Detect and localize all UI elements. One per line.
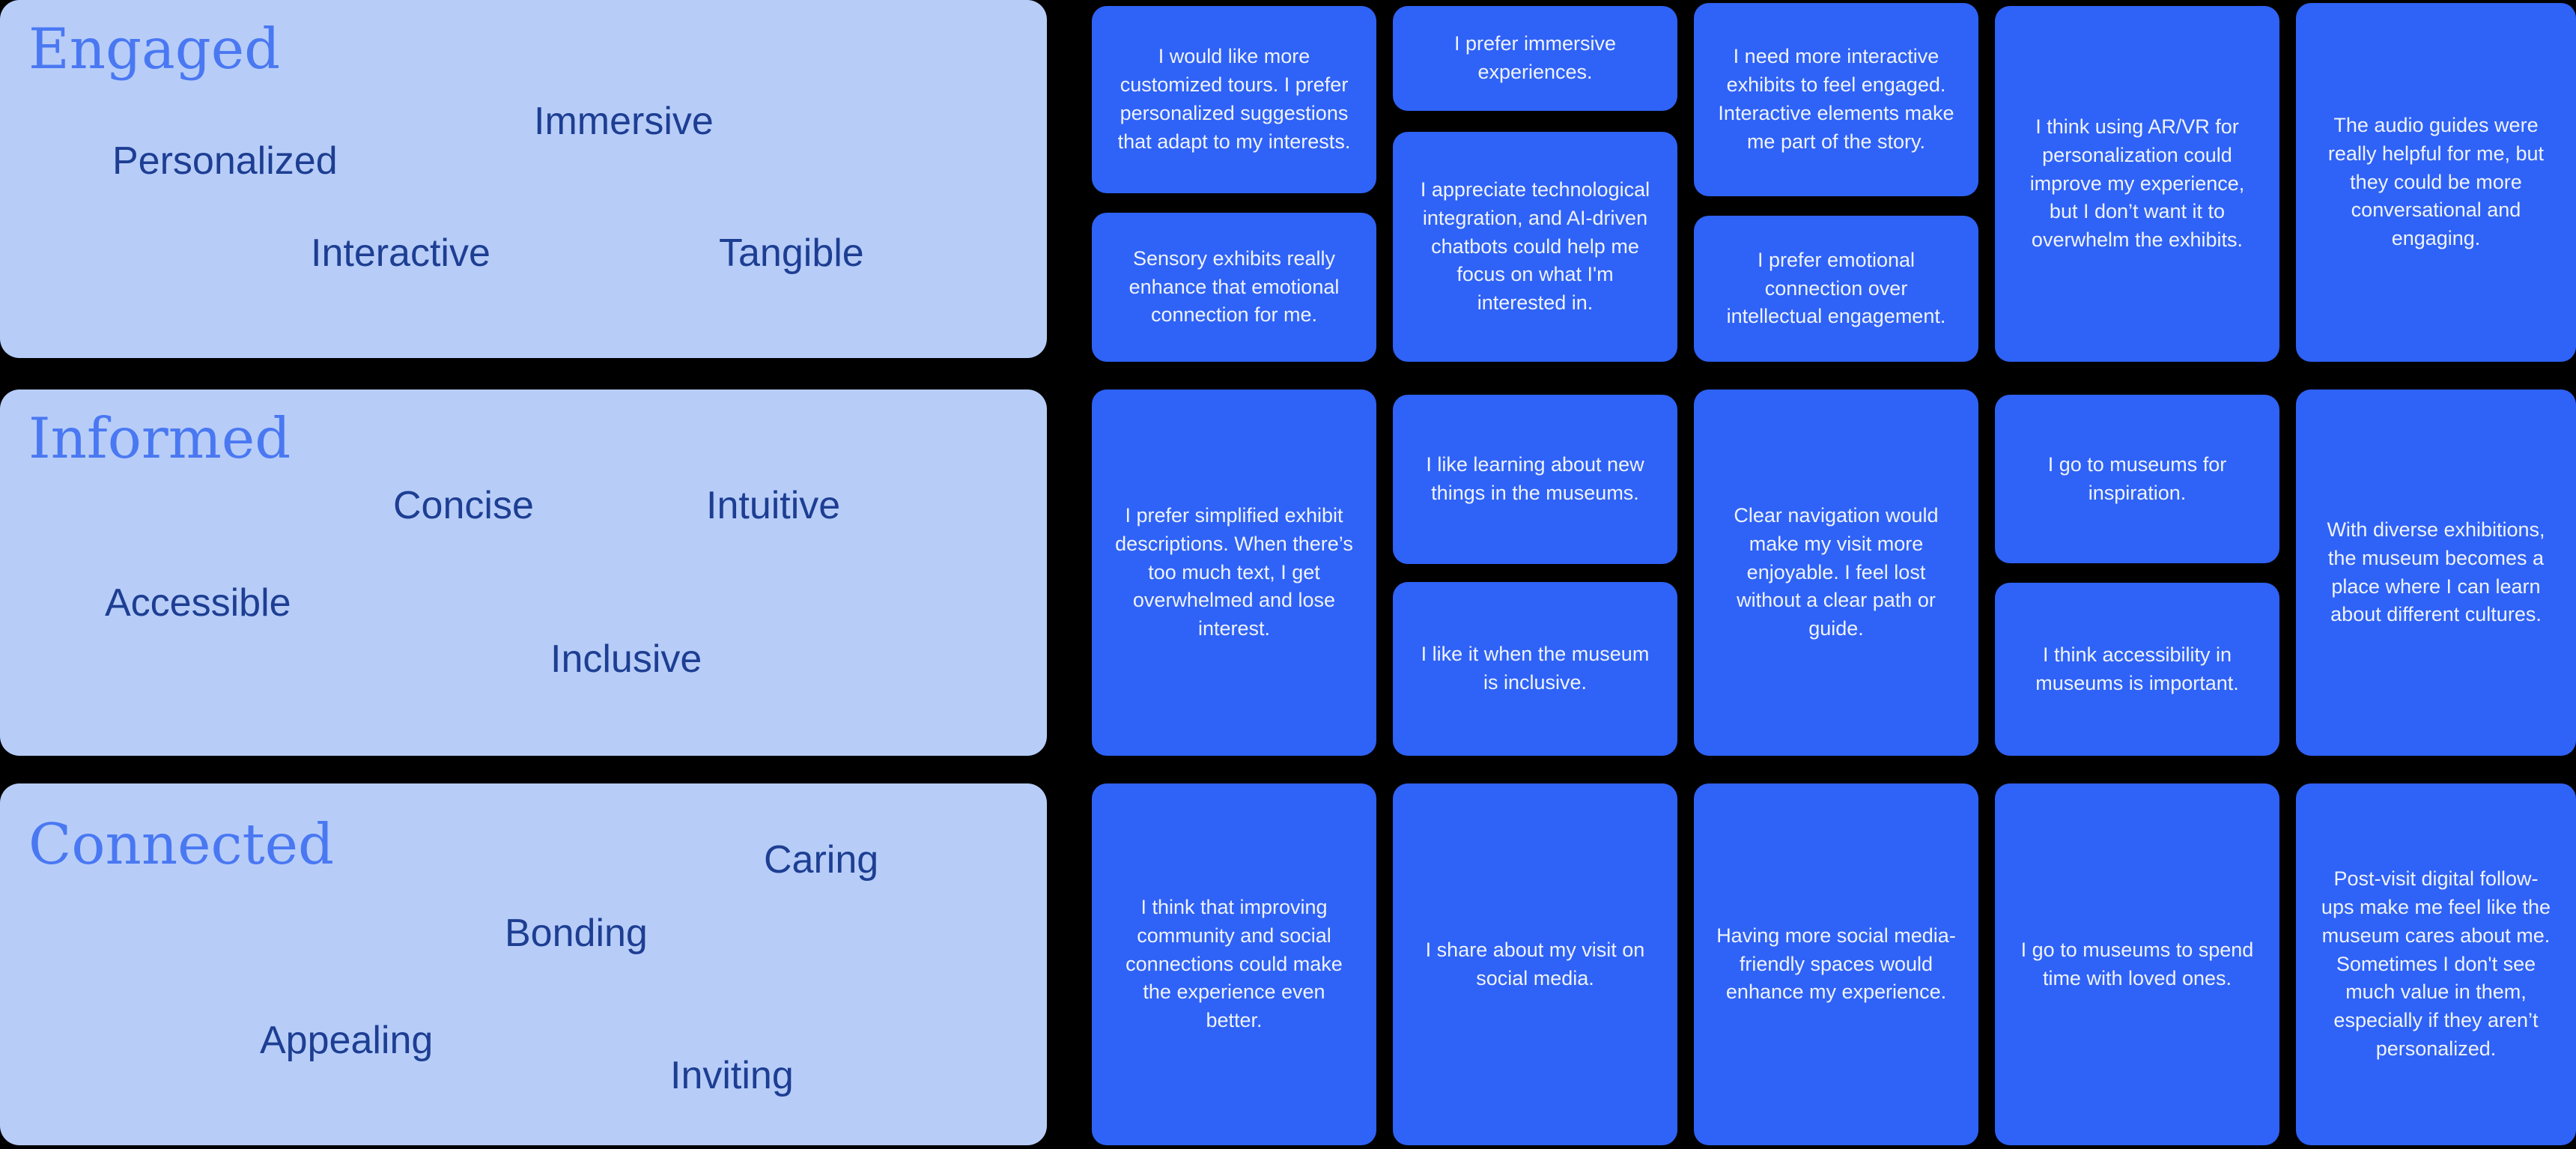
- note-column: Having more social media-friendly spaces…: [1694, 783, 1978, 1145]
- sticky-note[interactable]: I think accessibility in museums is impo…: [1995, 583, 2279, 756]
- sticky-note-text: I prefer emotional connection over intel…: [1726, 248, 1946, 328]
- sticky-note-text: Sensory exhibits really enhance that emo…: [1128, 246, 1340, 327]
- note-column: Post-visit digital follow-ups make me fe…: [2296, 783, 2576, 1145]
- note-column: I share about my visit on social media.: [1393, 783, 1677, 1145]
- note-column: I go to museums for inspiration. I think…: [1995, 389, 2279, 756]
- sticky-note[interactable]: I like learning about new things in the …: [1393, 395, 1677, 564]
- keyword-immersive[interactable]: Immersive: [534, 100, 714, 143]
- note-column: I need more interactive exhibits to feel…: [1694, 0, 1978, 362]
- sticky-note-text: I like learning about new things in the …: [1426, 453, 1644, 504]
- keyword-concise[interactable]: Concise: [393, 484, 534, 527]
- sticky-note[interactable]: I like it when the museum is inclusive.: [1393, 582, 1677, 756]
- sticky-note-text: The audio guides were really helpful for…: [2327, 114, 2545, 250]
- sticky-note[interactable]: I prefer immersive experiences.: [1393, 6, 1677, 111]
- keyword-inviting[interactable]: Inviting: [670, 1054, 794, 1097]
- sticky-note-text: I appreciate technological integration, …: [1420, 178, 1650, 315]
- note-column: I prefer simplified exhibit descriptions…: [1092, 389, 1376, 756]
- group-connected: Connected Caring Bonding Appealing Invit…: [0, 783, 2576, 1145]
- category-title-connected[interactable]: Connected: [28, 811, 335, 877]
- category-title-engaged[interactable]: Engaged: [28, 16, 281, 82]
- sticky-note-text: I go to museums for inspiration.: [2047, 452, 2227, 504]
- category-card-informed[interactable]: Informed Concise Intuitive Accessible In…: [0, 389, 1047, 756]
- note-column: With diverse exhibitions, the museum bec…: [2296, 389, 2576, 756]
- keyword-appealing[interactable]: Appealing: [260, 1019, 434, 1062]
- sticky-note-text: I think that improving community and soc…: [1126, 896, 1343, 1032]
- sticky-note[interactable]: I think using AR/VR for personalization …: [1995, 6, 2279, 362]
- keyword-caring[interactable]: Caring: [764, 838, 879, 882]
- sticky-note[interactable]: Clear navigation would make my visit mor…: [1694, 389, 1978, 756]
- sticky-note-text: I think using AR/VR for personalization …: [2029, 115, 2245, 252]
- sticky-note-text: I prefer simplified exhibit descriptions…: [1115, 504, 1353, 640]
- sticky-note[interactable]: I think that improving community and soc…: [1092, 783, 1376, 1145]
- sticky-note[interactable]: I share about my visit on social media.: [1393, 783, 1677, 1145]
- sticky-note[interactable]: I go to museums for inspiration.: [1995, 395, 2279, 563]
- sticky-note[interactable]: With diverse exhibitions, the museum bec…: [2296, 389, 2576, 756]
- sticky-note[interactable]: The audio guides were really helpful for…: [2296, 3, 2576, 362]
- sticky-note-text: I need more interactive exhibits to feel…: [1718, 45, 1954, 153]
- sticky-note[interactable]: I go to museums to spend time with loved…: [1995, 783, 2279, 1145]
- keyword-tangible[interactable]: Tangible: [719, 231, 864, 275]
- note-column: I prefer immersive experiences. I apprec…: [1393, 0, 1677, 362]
- sticky-note[interactable]: I prefer simplified exhibit descriptions…: [1092, 389, 1376, 756]
- sticky-note-text: Post-visit digital follow-ups make me fe…: [2321, 867, 2551, 1060]
- sticky-note-text: I prefer immersive experiences.: [1453, 32, 1617, 83]
- note-column: I would like more customized tours. I pr…: [1092, 0, 1376, 362]
- sticky-note-text: I would like more customized tours. I pr…: [1117, 45, 1351, 153]
- sticky-note[interactable]: I need more interactive exhibits to feel…: [1694, 3, 1978, 196]
- keyword-accessible[interactable]: Accessible: [105, 581, 291, 625]
- note-column: Clear navigation would make my visit mor…: [1694, 389, 1978, 756]
- note-column: I think using AR/VR for personalization …: [1995, 0, 2279, 362]
- sticky-note-text: I think accessibility in museums is impo…: [2035, 643, 2239, 694]
- note-column: I like learning about new things in the …: [1393, 389, 1677, 756]
- keyword-bonding[interactable]: Bonding: [505, 912, 648, 955]
- note-column: I go to museums to spend time with loved…: [1995, 783, 2279, 1145]
- sticky-note-text: I like it when the museum is inclusive.: [1421, 643, 1650, 694]
- group-engaged: Engaged Immersive Personalized Interacti…: [0, 0, 2576, 362]
- category-card-engaged[interactable]: Engaged Immersive Personalized Interacti…: [0, 0, 1047, 358]
- sticky-note-text: Having more social media-friendly spaces…: [1716, 924, 1956, 1004]
- keyword-inclusive[interactable]: Inclusive: [550, 637, 702, 681]
- note-column: I think that improving community and soc…: [1092, 783, 1376, 1145]
- group-informed: Informed Concise Intuitive Accessible In…: [0, 389, 2576, 756]
- keyword-intuitive[interactable]: Intuitive: [706, 484, 841, 527]
- sticky-note[interactable]: I would like more customized tours. I pr…: [1092, 6, 1376, 193]
- keyword-interactive[interactable]: Interactive: [311, 231, 490, 275]
- sticky-note[interactable]: I prefer emotional connection over intel…: [1694, 216, 1978, 362]
- sticky-note[interactable]: Post-visit digital follow-ups make me fe…: [2296, 783, 2576, 1145]
- sticky-note[interactable]: Having more social media-friendly spaces…: [1694, 783, 1978, 1145]
- sticky-note-text: I share about my visit on social media.: [1425, 938, 1645, 989]
- sticky-note-text: I go to museums to spend time with loved…: [2020, 938, 2254, 989]
- category-title-informed[interactable]: Informed: [28, 405, 291, 471]
- note-column: The audio guides were really helpful for…: [2296, 0, 2576, 362]
- sticky-note-text: With diverse exhibitions, the museum bec…: [2327, 518, 2545, 626]
- category-card-connected[interactable]: Connected Caring Bonding Appealing Invit…: [0, 783, 1047, 1145]
- sticky-note[interactable]: Sensory exhibits really enhance that emo…: [1092, 213, 1376, 362]
- sticky-note-text: Clear navigation would make my visit mor…: [1734, 504, 1939, 640]
- keyword-personalized[interactable]: Personalized: [112, 139, 338, 183]
- sticky-note[interactable]: I appreciate technological integration, …: [1393, 132, 1677, 362]
